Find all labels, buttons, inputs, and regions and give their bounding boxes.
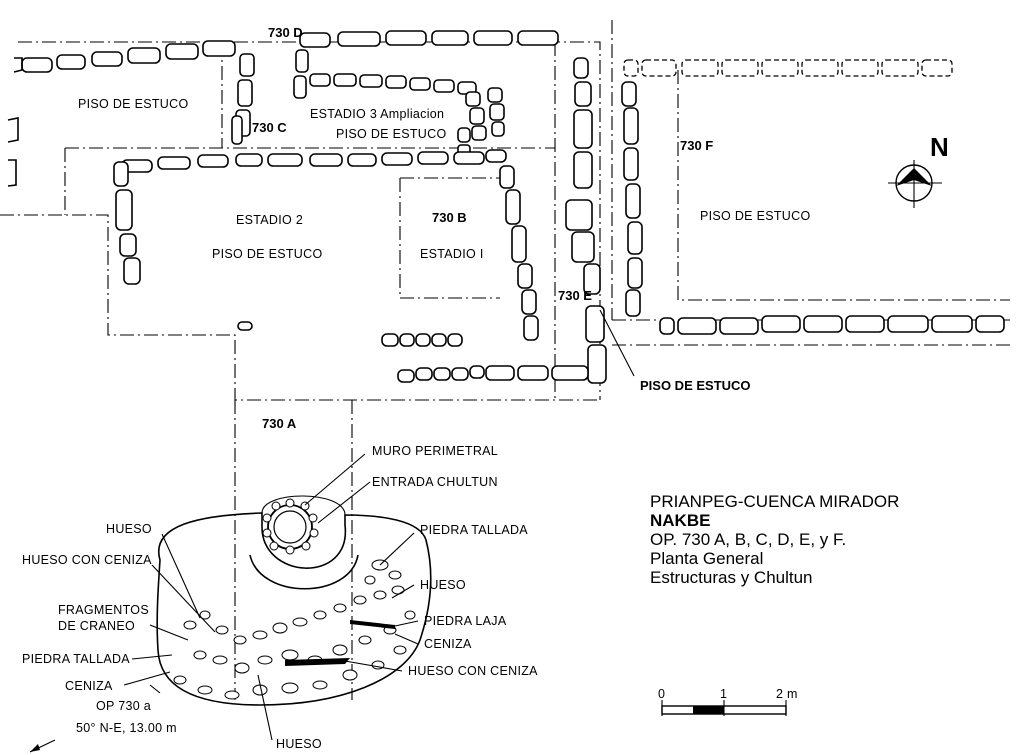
label-fragmentos: FRAGMENTOS xyxy=(58,603,149,617)
label-ceniza-left: CENIZA xyxy=(65,679,113,693)
label-piedra-tallada-left: PIEDRA TALLADA xyxy=(22,652,130,666)
title-line-subject: Estructuras y Chultun xyxy=(650,568,813,587)
north-label: N xyxy=(930,132,949,162)
title-block: PRIANPEG-CUENCA MIRADOR NAKBE OP. 730 A,… xyxy=(650,492,899,587)
chultun-leaders xyxy=(29,453,419,753)
label-hueso-ceniza-right: HUESO CON CENIZA xyxy=(408,664,538,678)
label-entrada: ENTRADA CHULTUN xyxy=(372,475,498,489)
label-730a: 730 A xyxy=(262,416,297,431)
label-piso-estadio3: PISO DE ESTUCO xyxy=(336,127,446,141)
label-ceniza-right: CENIZA xyxy=(424,637,472,651)
scale-bar: 0 1 2 m xyxy=(658,687,798,716)
label-730e: 730 E xyxy=(558,288,592,303)
label-op-line1: OP 730 a xyxy=(96,699,151,713)
label-piso-estadio2: PISO DE ESTUCO xyxy=(212,247,322,261)
scale-tick-0: 0 xyxy=(658,687,665,701)
label-730d: 730 D xyxy=(268,25,303,40)
label-de-craneo: DE CRANEO xyxy=(58,619,135,633)
north-arrow-icon xyxy=(888,160,942,208)
scale-tick-1: 1 xyxy=(720,687,727,701)
title-line-operation: OP. 730 A, B, C, D, E, y F. xyxy=(650,530,847,549)
label-estadio1: ESTADIO I xyxy=(420,247,484,261)
title-line-site: NAKBE xyxy=(650,511,711,530)
label-piso-730f: PISO DE ESTUCO xyxy=(700,209,810,223)
title-line-project: PRIANPEG-CUENCA MIRADOR xyxy=(650,492,900,511)
excavation-boundaries xyxy=(0,20,1010,700)
label-730b: 730 B xyxy=(432,210,467,225)
scale-tick-2: 2 m xyxy=(776,687,798,701)
label-hueso-bottom: HUESO xyxy=(276,737,322,751)
stone-walls xyxy=(7,30,1005,384)
label-730f: 730 F xyxy=(680,138,713,153)
label-hueso-ceniza-left: HUESO CON CENIZA xyxy=(22,553,152,567)
label-estadio3: ESTADIO 3 Ampliacion xyxy=(310,107,444,121)
label-piedra-laja: PIEDRA LAJA xyxy=(424,614,507,628)
label-hueso-right: HUESO xyxy=(420,578,466,592)
label-piso-left: PISO DE ESTUCO xyxy=(78,97,188,111)
label-estadio2: ESTADIO 2 xyxy=(236,213,303,227)
title-line-plan: Planta General xyxy=(650,549,764,568)
leader-piso-730e xyxy=(599,309,635,377)
label-hueso-top: HUESO xyxy=(106,522,152,536)
label-piso-730e: PISO DE ESTUCO xyxy=(640,378,751,393)
plan-labels: 730 D PISO DE ESTUCO ESTADIO 3 Ampliacio… xyxy=(78,25,810,431)
chultun-labels: MURO PERIMETRAL ENTRADA CHULTUN HUESO HU… xyxy=(22,444,538,751)
chultun-drawing xyxy=(156,495,432,706)
label-730c: 730 C xyxy=(252,120,287,135)
label-muro: MURO PERIMETRAL xyxy=(372,444,498,458)
label-piedra-tallada-right: PIEDRA TALLADA xyxy=(420,523,528,537)
label-op-line2: 50° N-E, 13.00 m xyxy=(76,721,177,735)
